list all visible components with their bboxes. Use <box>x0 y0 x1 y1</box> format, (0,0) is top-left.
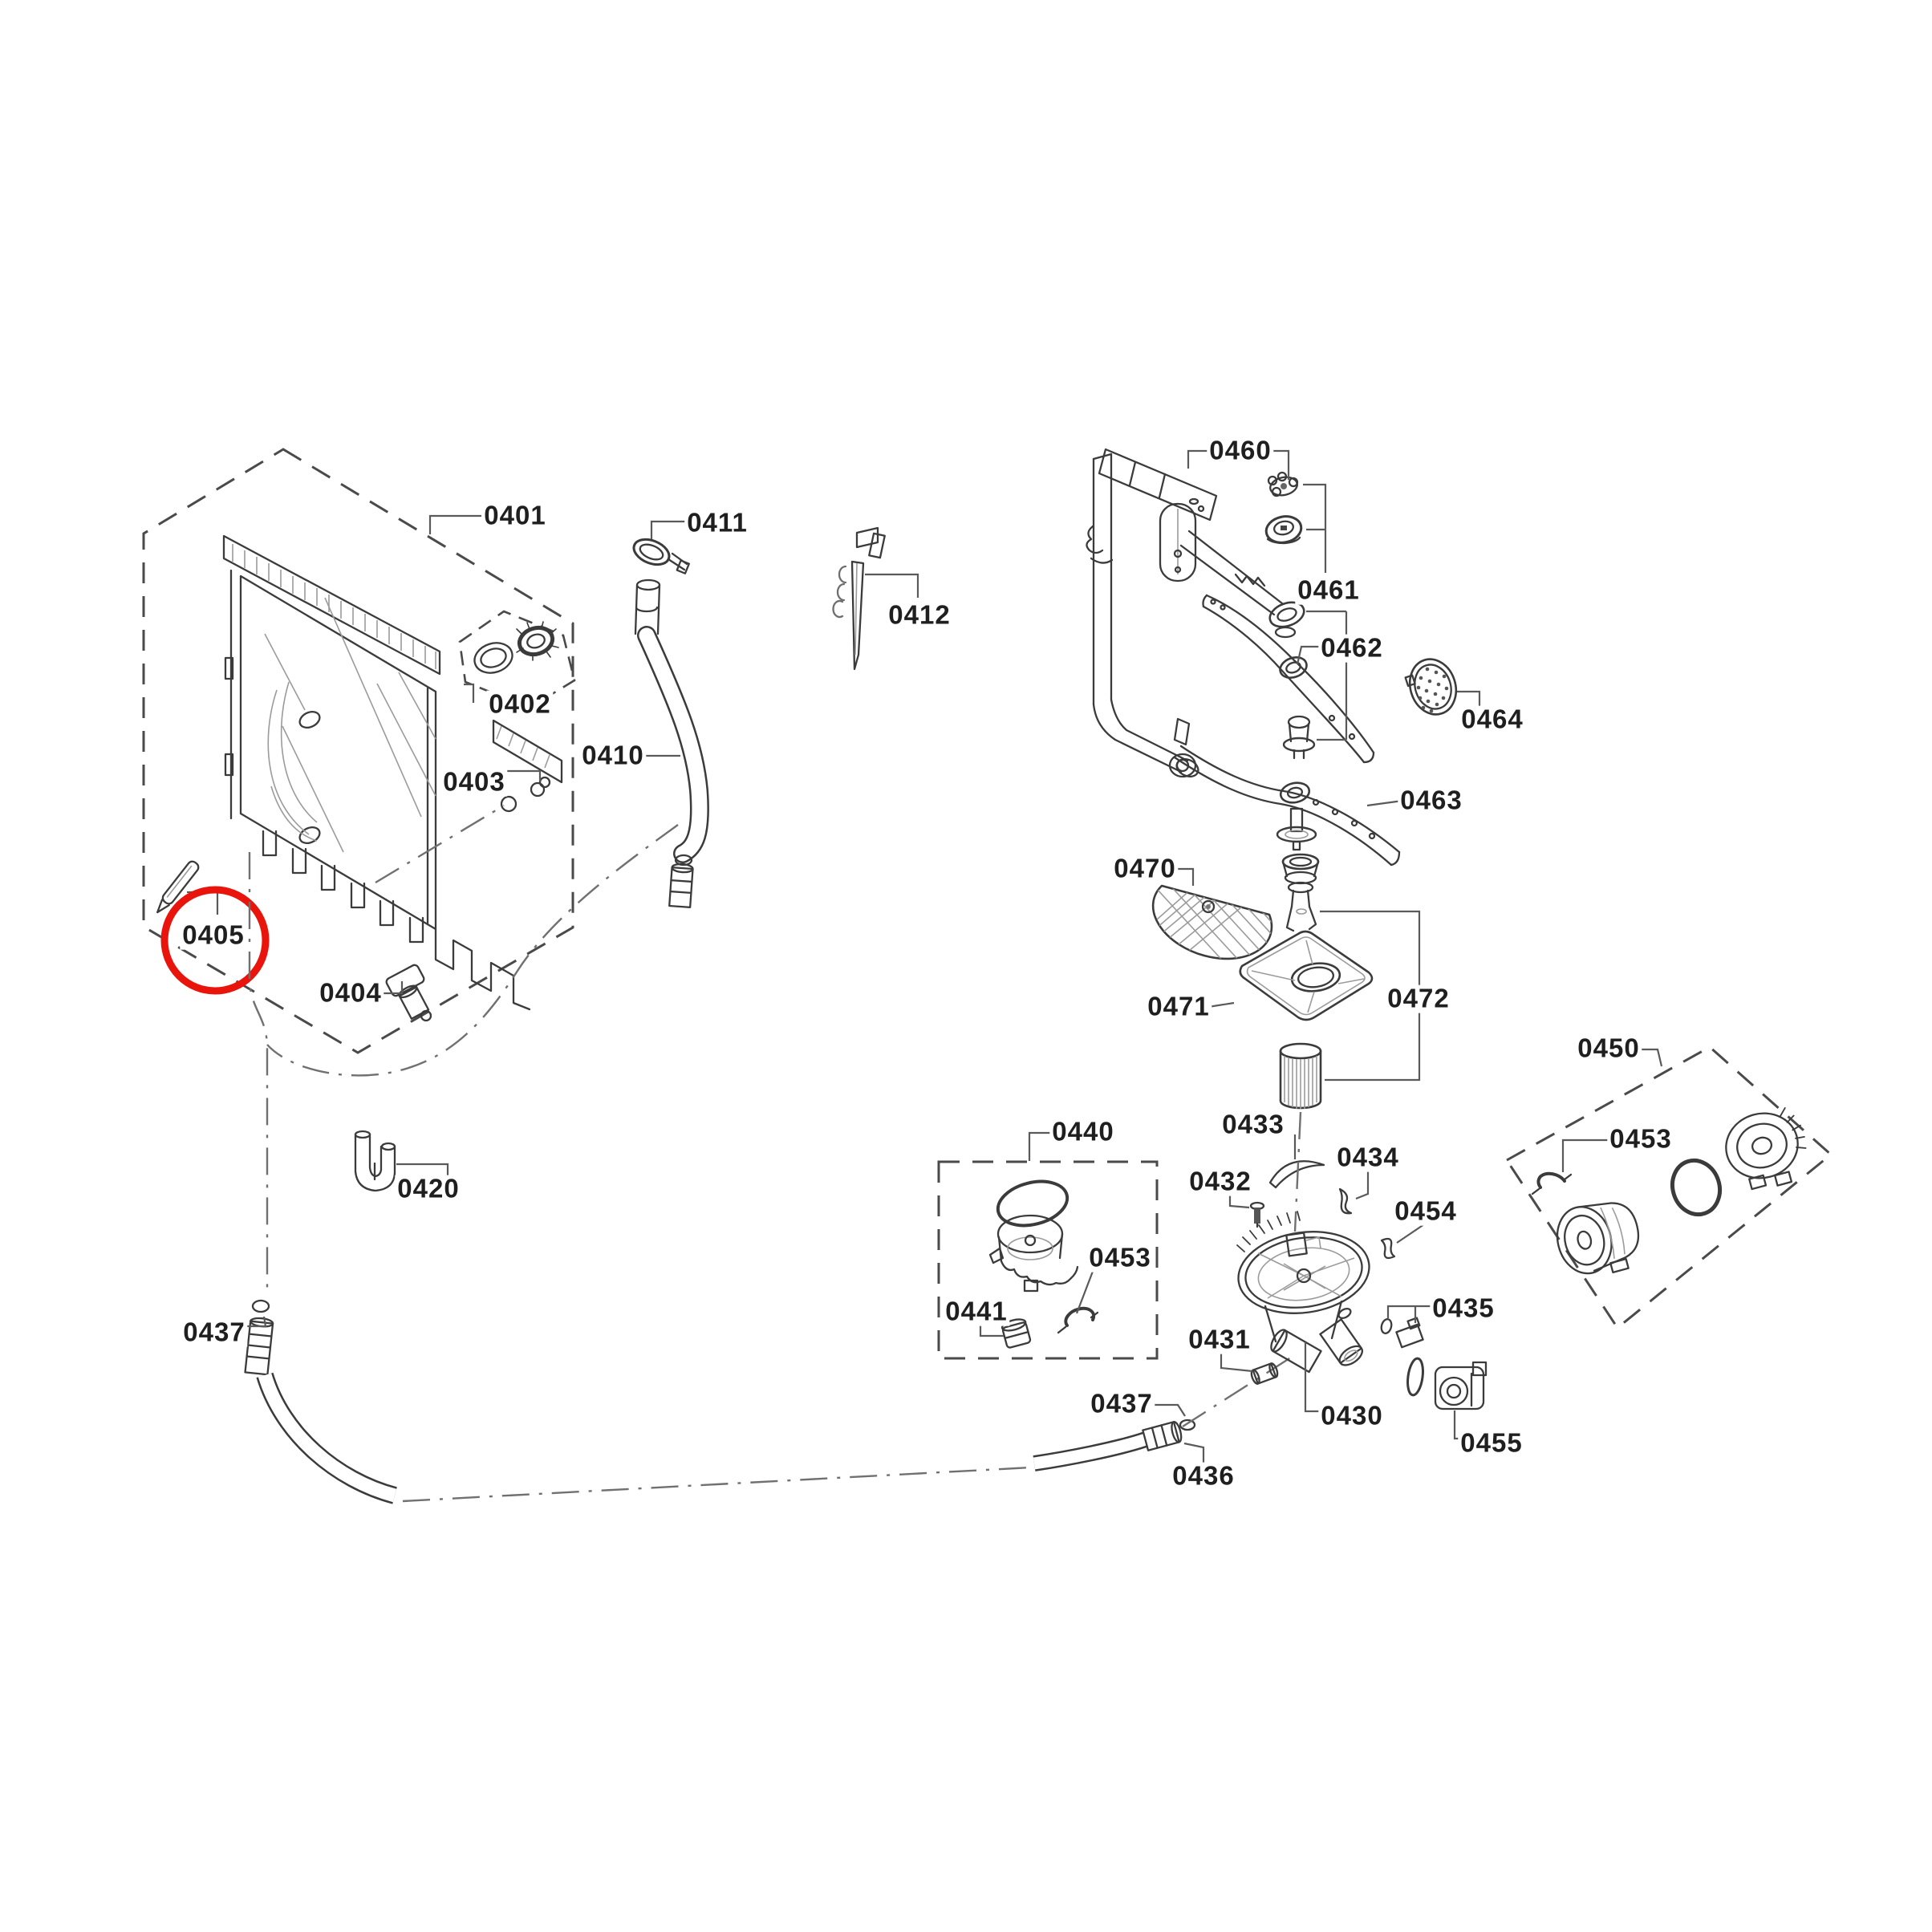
leader-0436 <box>1183 1442 1205 1463</box>
part-0405-pin <box>156 860 200 914</box>
leader-0420 <box>396 1163 449 1185</box>
part-0401-tub <box>222 534 563 1011</box>
leader-0435 <box>1386 1305 1436 1318</box>
part-0472-micro-filter <box>1279 1042 1322 1110</box>
leader-0432 <box>1228 1193 1250 1209</box>
hose-routing-line <box>402 1466 1032 1503</box>
part-0455-pump <box>1406 1357 1488 1410</box>
leader-0412 <box>865 573 919 598</box>
leader-0462 <box>1296 645 1324 665</box>
leader-0434 <box>1355 1168 1370 1200</box>
part-0432-screw <box>1249 1201 1265 1228</box>
leader-0430 <box>1304 1342 1321 1413</box>
part-0435-fitting <box>1380 1317 1424 1349</box>
leader-0470 <box>1176 867 1195 886</box>
part-0436-drain-hose-right <box>1033 1419 1196 1471</box>
part-0464-strainer <box>1404 658 1458 716</box>
leader-0401 <box>428 514 481 534</box>
leader-0463 <box>1366 799 1403 807</box>
leader-0454 <box>1396 1222 1427 1244</box>
part-0471-filter-plate <box>1239 930 1374 1021</box>
part-0461-nozzle-set <box>1264 471 1303 545</box>
leader-0472-bracket <box>1320 910 1421 1082</box>
part-0437-drain-hose-left <box>244 1299 397 1504</box>
part-0450-pump-lower <box>1556 1202 1640 1275</box>
leader-0464 <box>1457 690 1481 708</box>
leader-0431 <box>1220 1352 1253 1373</box>
leader-0460-left <box>1187 449 1211 469</box>
part-0420-u-bend <box>354 1130 396 1192</box>
leader-0455 <box>1453 1410 1463 1440</box>
part-0431-bushing <box>1250 1362 1279 1385</box>
leader-0437-left <box>242 1316 267 1328</box>
routing-filter-to-sump <box>1293 1111 1302 1232</box>
dashed-box-0440 <box>937 1160 1159 1360</box>
leader-0437-bottom <box>1148 1403 1186 1417</box>
dashed-box-0450 <box>1504 1045 1833 1330</box>
leader-0411 <box>650 520 688 539</box>
leader-0453-b <box>1561 1138 1612 1172</box>
leader-0403 <box>507 769 542 781</box>
leader-0461 <box>1303 483 1327 573</box>
part-0440-heat-pump <box>988 1179 1079 1293</box>
part-0450-pump-upper <box>1725 1107 1807 1191</box>
part-0430-sump <box>1236 1211 1370 1374</box>
leader-0441 <box>979 1323 1004 1337</box>
leader-0460-right <box>1272 449 1290 480</box>
leader-0450 <box>1639 1048 1663 1067</box>
part-0412-spike <box>832 526 886 671</box>
part-0470-mesh-filter <box>1151 884 1273 960</box>
part-0463-lower-spray-arm <box>1168 717 1401 867</box>
part-0411-clamp <box>632 538 690 574</box>
leader-0402 <box>464 683 475 703</box>
part-0450-oring <box>1670 1158 1723 1217</box>
part-0434-clip <box>1338 1187 1353 1215</box>
part-0460-inlet-frame <box>1086 448 1305 777</box>
part-0441-cap <box>1000 1318 1032 1349</box>
part-0454-clip <box>1380 1237 1396 1260</box>
part-0453-clamp-b <box>1531 1171 1573 1195</box>
part-0402-seal-set <box>458 610 576 709</box>
leader-0404 <box>381 981 404 995</box>
routing-to-sump <box>1182 1354 1294 1428</box>
dashed-box-0401 <box>142 448 574 1054</box>
part-0433-crescent <box>1268 1160 1325 1189</box>
leader-0471 <box>1208 1001 1235 1009</box>
part-0472-standpipe <box>1281 853 1320 932</box>
part-0403-fittings <box>375 776 551 884</box>
leader-0453-a <box>1075 1268 1095 1314</box>
part-0410-supply-hose <box>248 578 709 1292</box>
leader-0440 <box>1028 1131 1052 1161</box>
highlight-circle-0405 <box>160 886 270 995</box>
part-0404-valve <box>385 964 432 1022</box>
